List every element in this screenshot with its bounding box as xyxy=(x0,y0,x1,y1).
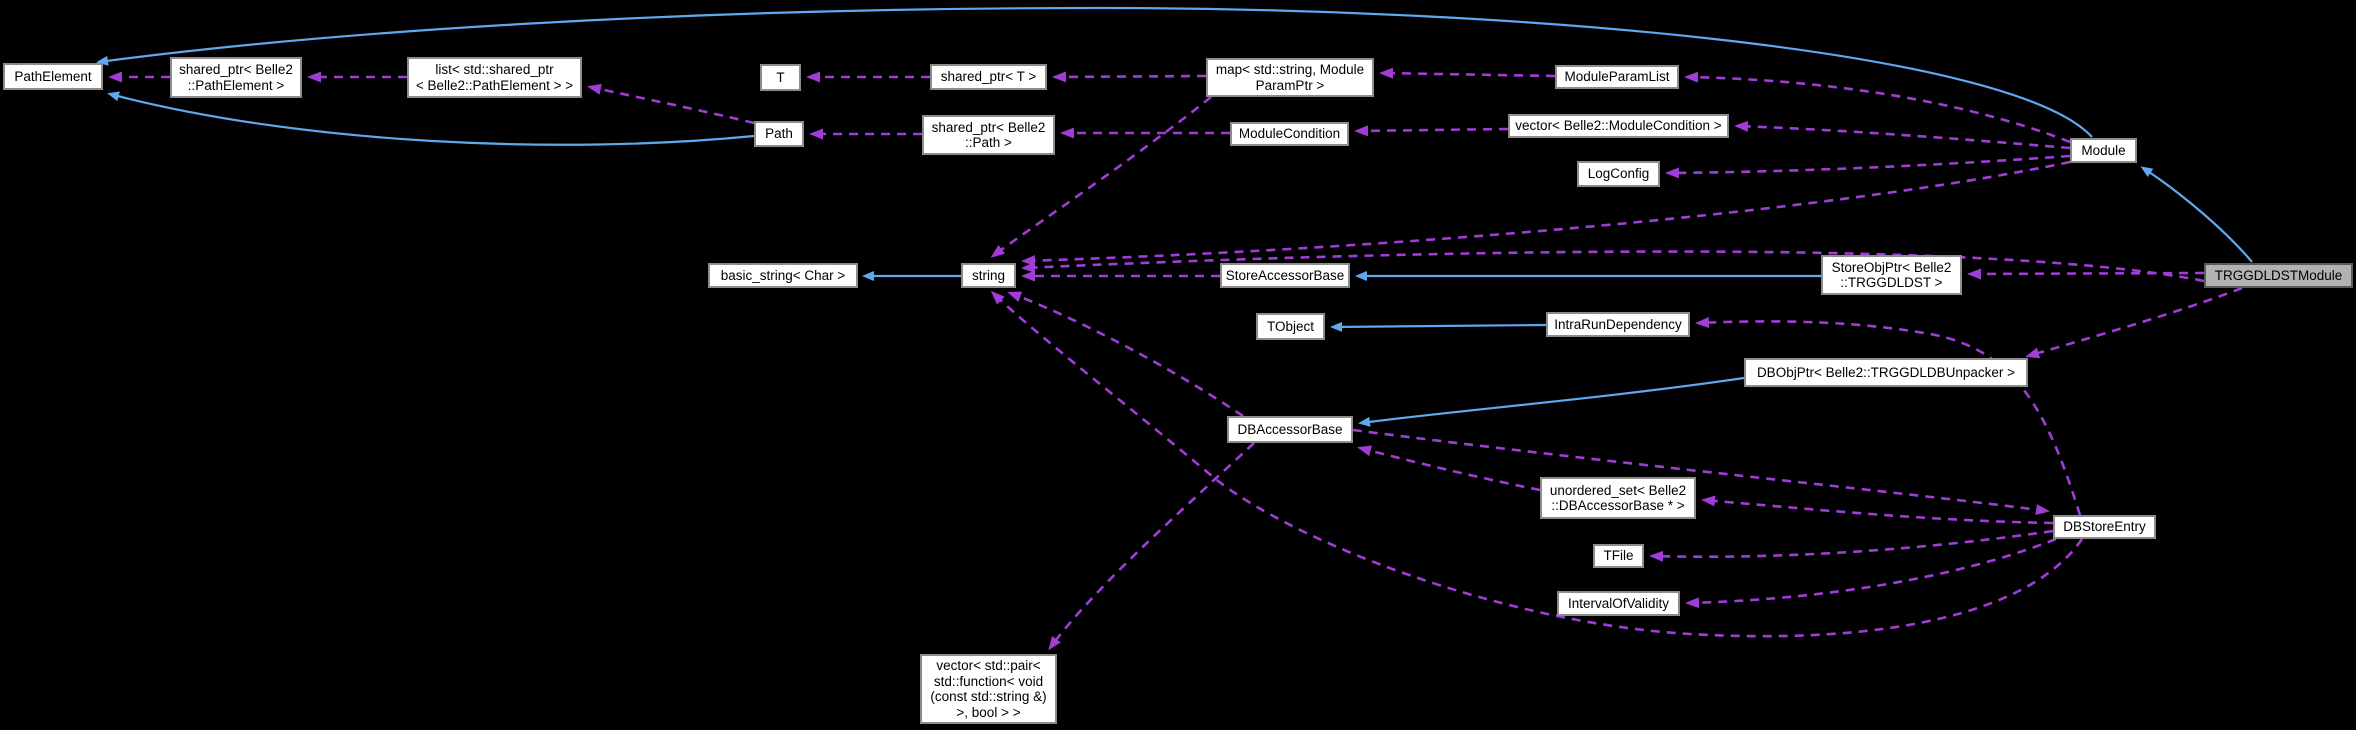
node-label: TRGGDLDSTModule xyxy=(2214,267,2343,283)
edge-dbaccessorbase-to-vector-pair-function xyxy=(1048,442,1255,651)
node-label: shared_ptr< T > xyxy=(940,69,1037,85)
node-label: DBObjPtr< Belle2::TRGGDLDBUnpacker > xyxy=(1756,364,2016,380)
node-storeobjptr[interactable]: StoreObjPtr< Belle2::TRGGDLDST > xyxy=(1821,255,1962,295)
node-vector-modulecondition[interactable]: vector< Belle2::ModuleCondition > xyxy=(1508,114,1729,138)
node-intrarundependency[interactable]: IntraRunDependency xyxy=(1546,312,1690,337)
node-sp-path[interactable]: shared_ptr< Belle2::Path > xyxy=(922,115,1055,155)
edge-intrarundependency-to-tobject xyxy=(1330,321,1547,332)
node-label: DBAccessorBase xyxy=(1237,421,1343,437)
node-basic-string[interactable]: basic_string< Char > xyxy=(708,263,858,288)
node-label: ::Path > xyxy=(965,135,1012,150)
node-label: ModuleCondition xyxy=(1238,126,1341,142)
edge-map-moduleparamptr-to-string xyxy=(990,95,1212,258)
node-label: list< std::shared_ptr xyxy=(435,62,554,77)
edge-dbstoreentry-to-tfile xyxy=(1649,529,2054,562)
node-label: string xyxy=(971,267,1005,283)
node-label: ParamPtr > xyxy=(1255,77,1325,93)
node-logconfig[interactable]: LogConfig xyxy=(1577,161,1660,187)
node-label: ::PathElement > xyxy=(187,77,285,93)
node-string[interactable]: string xyxy=(961,263,1016,288)
node-pathelement[interactable]: PathElement xyxy=(3,63,103,90)
node-unordered-set-dbaccessorbase[interactable]: unordered_set< Belle2::DBAccessorBase * … xyxy=(1540,477,1696,519)
node-sp-pathelement[interactable]: shared_ptr< Belle2::PathElement > xyxy=(170,57,302,98)
edge-trggdldstmodule-to-storeobjptr xyxy=(1967,268,2205,280)
node-label: vector< std::pair< xyxy=(936,658,1041,673)
node-label: map< std::string, Module xyxy=(1215,62,1365,77)
node-label: vector< Belle2::ModuleCondition > xyxy=(1515,118,1722,134)
edge-dbobjptr-to-dbaccessorbase xyxy=(1358,376,1745,427)
edge-dbaccessorbase-to-string xyxy=(1007,291,1244,418)
node-label: StoreAccessorBase xyxy=(1225,267,1345,283)
node-label: basic_string< Char > xyxy=(720,267,846,283)
node-intervalofvalidity[interactable]: IntervalOfValidity xyxy=(1557,591,1680,616)
node-label: T xyxy=(776,69,785,85)
node-label: ::TRGGDLDST > xyxy=(1840,275,1943,290)
node-label: (const std::string &) xyxy=(930,689,1047,704)
node-sp-t[interactable]: shared_ptr< T > xyxy=(930,64,1047,90)
edge-module-to-vector-modulecondition xyxy=(1734,120,2071,150)
node-path[interactable]: Path xyxy=(754,121,804,147)
edge-trggdldstmodule-to-module xyxy=(2140,166,2253,263)
node-module[interactable]: Module xyxy=(2070,138,2137,163)
edge-dbaccessorbase-to-dbstoreentry xyxy=(1352,428,2050,516)
edge-module-to-string xyxy=(1021,160,2071,267)
node-label: < Belle2::PathElement > > xyxy=(415,77,574,93)
edge-dbstoreentry-to-string xyxy=(990,290,2084,638)
node-vector-pair-function[interactable]: vector< std::pair<std::function< void(co… xyxy=(920,654,1057,724)
node-label: TObject xyxy=(1266,318,1315,334)
node-label: LogConfig xyxy=(1587,166,1650,182)
node-storeaccessorbase[interactable]: StoreAccessorBase xyxy=(1220,263,1350,288)
node-dbobjptr[interactable]: DBObjPtr< Belle2::TRGGDLDBUnpacker > xyxy=(1744,358,2028,387)
node-label: ::DBAccessorBase * > xyxy=(1551,498,1685,513)
edge-module-to-moduleparamlist xyxy=(1684,71,2071,144)
edge-module-to-pathelement xyxy=(96,6,2093,138)
node-label: >, bool > > xyxy=(956,704,1021,720)
node-label: PathElement xyxy=(14,68,92,84)
node-moduleparamlist[interactable]: ModuleParamList xyxy=(1555,65,1679,89)
node-modulecondition[interactable]: ModuleCondition xyxy=(1230,122,1349,146)
edge-dbstoreentry-to-unordered-set-dbaccessorbase xyxy=(1701,495,2054,525)
edge-unordered-set-dbaccessorbase-to-dbaccessorbase xyxy=(1357,445,1541,492)
node-t[interactable]: T xyxy=(760,64,801,91)
edge-vector-modulecondition-to-modulecondition xyxy=(1354,125,1509,137)
edge-map-moduleparamptr-to-sp-t xyxy=(1052,71,1207,83)
node-label: StoreObjPtr< Belle2 xyxy=(1831,259,1952,275)
node-label: unordered_set< Belle2 xyxy=(1549,482,1687,498)
node-dbstoreentry[interactable]: DBStoreEntry xyxy=(2053,515,2156,539)
edge-trggdldstmodule-to-dbobjptr xyxy=(2025,286,2243,359)
node-tfile[interactable]: TFile xyxy=(1593,544,1644,568)
node-label: IntraRunDependency xyxy=(1554,316,1682,332)
edge-path-to-pathelement xyxy=(107,91,755,146)
edge-path-to-list-sp-pathelement xyxy=(587,83,755,125)
node-label: shared_ptr< Belle2 xyxy=(179,62,293,77)
node-dbaccessorbase[interactable]: DBAccessorBase xyxy=(1227,416,1353,443)
edge-dbstoreentry-to-intrarundependency xyxy=(1695,317,2082,516)
node-label: DBStoreEntry xyxy=(2063,519,2146,535)
edge-module-to-logconfig xyxy=(1665,154,2071,179)
edge-dbstoreentry-to-intervalofvalidity xyxy=(1685,537,2057,609)
node-label: std::function< void xyxy=(933,673,1044,689)
node-label: shared_ptr< Belle2 xyxy=(931,119,1046,135)
node-label: Path xyxy=(765,126,793,142)
node-label: IntervalOfValidity xyxy=(1567,595,1670,611)
edge-trggdldstmodule-to-string xyxy=(1021,250,2205,283)
node-label: ModuleParamList xyxy=(1564,69,1670,85)
node-label: TFile xyxy=(1603,548,1634,564)
node-trggdldstmodule[interactable]: TRGGDLDSTModule xyxy=(2204,263,2353,288)
node-list-sp-pathelement[interactable]: list< std::shared_ptr< Belle2::PathEleme… xyxy=(407,57,582,98)
node-label: Module xyxy=(2081,142,2126,158)
node-tobject[interactable]: TObject xyxy=(1256,313,1325,340)
edge-moduleparamlist-to-map-moduleparamptr xyxy=(1379,67,1556,79)
